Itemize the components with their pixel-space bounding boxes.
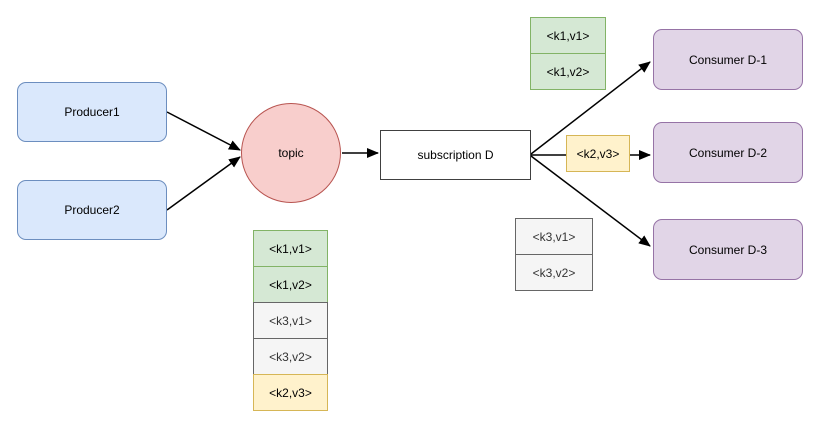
k3-message-stack: <k3,v1> <k3,v2> — [515, 218, 593, 291]
message-cell-k2v3: <k2,v3> — [566, 135, 630, 172]
topic-node: topic — [241, 103, 341, 203]
k1-message-stack: <k1,v1> <k1,v2> — [530, 17, 606, 90]
consumer-d1-node: Consumer D-1 — [653, 29, 803, 90]
subscription-node: subscription D — [380, 130, 531, 180]
k2-message-box: <k2,v3> — [566, 135, 630, 172]
arrow-producer2-to-topic — [166, 156, 241, 211]
message-cell-k1v1: <k1,v1> — [530, 17, 606, 54]
producer1-node: Producer1 — [17, 82, 167, 142]
queue-cell-k3v1: <k3,v1> — [253, 302, 328, 339]
producer2-label: Producer2 — [64, 203, 120, 217]
queue-cell-k1v1: <k1,v1> — [253, 230, 328, 267]
consumer-d1-label: Consumer D-1 — [688, 52, 768, 67]
producer1-label: Producer1 — [64, 105, 120, 119]
consumer-d3-label: Consumer D-3 — [688, 242, 768, 257]
queue-cell-k1v2: <k1,v2> — [253, 266, 328, 303]
arrow-producer1-to-topic — [166, 111, 241, 151]
queue-cell-k2v3: <k2,v3> — [253, 374, 328, 411]
arrow-subscription-to-consumer-d1 — [530, 61, 651, 155]
topic-label: topic — [278, 146, 304, 160]
queue-cell-k3v2: <k3,v2> — [253, 338, 328, 375]
message-cell-k3v1: <k3,v1> — [515, 218, 593, 255]
message-cell-k3v2: <k3,v2> — [515, 254, 593, 291]
consumer-d3-node: Consumer D-3 — [653, 219, 803, 280]
consumer-d2-node: Consumer D-2 — [653, 122, 803, 183]
consumer-d2-label: Consumer D-2 — [688, 145, 768, 160]
subscription-label: subscription D — [417, 148, 494, 162]
producer2-node: Producer2 — [17, 180, 167, 240]
message-cell-k1v2: <k1,v2> — [530, 53, 606, 90]
topic-message-queue: <k1,v1> <k1,v2> <k3,v1> <k3,v2> <k2,v3> — [253, 230, 328, 411]
arrow-subscription-to-consumer-d3 — [530, 155, 651, 247]
